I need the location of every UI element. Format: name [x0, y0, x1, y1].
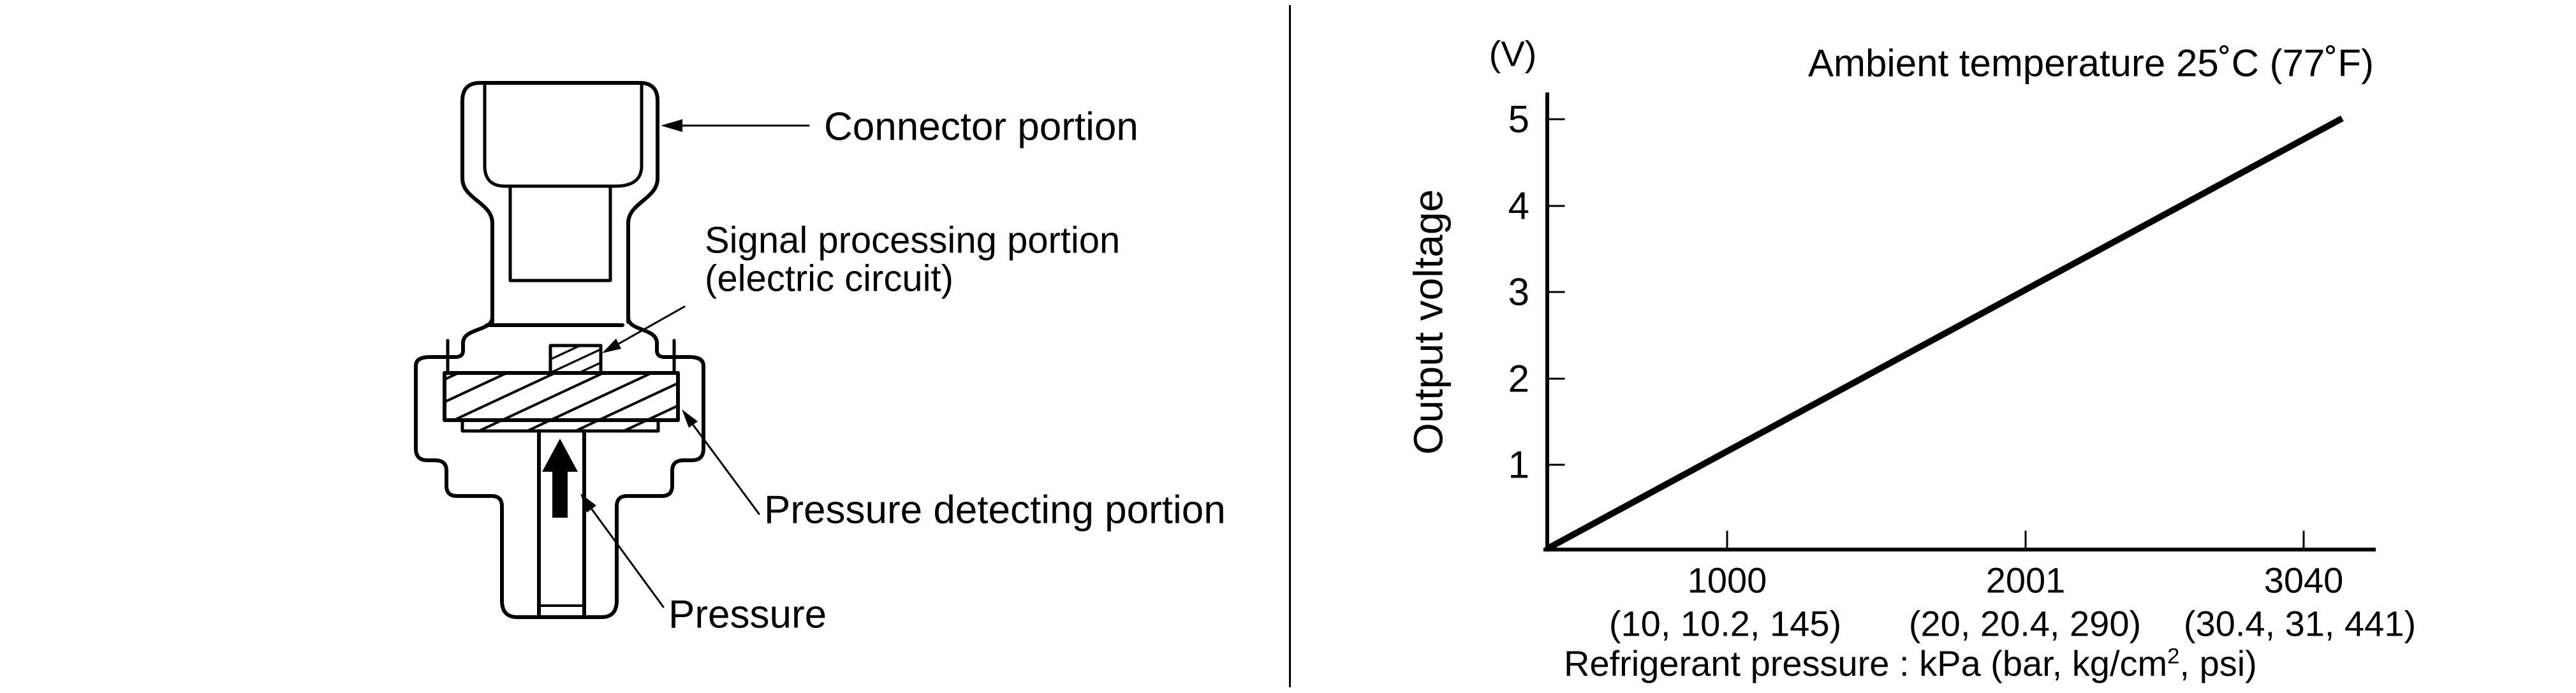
x-axis-title-pre: Refrigerant pressure : kPa (bar, kg/cm	[1564, 643, 2168, 683]
signal-processing-label-line1: Signal processing portion	[705, 219, 1121, 261]
x-tick-2001: 2001	[1985, 560, 2066, 601]
pressure-label: Pressure	[668, 592, 827, 637]
x-tick-1000: 1000	[1687, 560, 1767, 601]
graph-title: Ambient temperature 25˚C (77˚F)	[1808, 41, 2374, 85]
connector-portion-label: Connector portion	[824, 105, 1138, 149]
y-tick-1: 1	[1508, 443, 1529, 486]
pressure-leader-arrow	[580, 493, 665, 608]
y-tick-marks	[1546, 118, 1565, 466]
signal-leader-arrow	[602, 305, 686, 353]
pressure-flow-arrow	[542, 439, 578, 518]
voltage-pressure-line	[1545, 115, 2344, 552]
pressure-detecting-band	[443, 371, 680, 422]
signal-processing-label-line2: (electric circuit)	[705, 258, 953, 300]
signal-processing-block	[548, 344, 603, 375]
x-tick-marks	[1726, 530, 2305, 551]
x-axis-title-sup: 2	[2167, 644, 2180, 669]
pressure-detecting-label: Pressure detecting portion	[764, 488, 1226, 532]
x-tick-3040: 3040	[2263, 560, 2344, 601]
connector-outline	[460, 81, 659, 324]
connector-leader-arrow	[661, 119, 810, 132]
y-axis-unit: (V)	[1489, 33, 1537, 74]
voltage-graph	[1543, 92, 2376, 552]
x-subtick-2: (20, 20.4, 290)	[1908, 603, 2142, 644]
y-axis-title: Output voltage	[1405, 189, 1452, 455]
connector-neck-inner	[508, 184, 612, 282]
x-subtick-3: (30.4, 31, 441)	[2183, 603, 2417, 644]
pressure-sensor-diagram	[414, 81, 810, 619]
y-tick-4: 4	[1508, 184, 1529, 228]
pressure-detecting-band-lower	[460, 418, 660, 433]
x-axis-title: Refrigerant pressure : kPa (bar, kg/cm2,…	[1564, 645, 2257, 682]
detecting-leader-arrow	[682, 409, 760, 515]
panel-divider	[1289, 5, 1291, 687]
x-subtick-1: (10, 10.2, 145)	[1608, 603, 1842, 644]
y-tick-3: 3	[1508, 270, 1529, 314]
y-tick-2: 2	[1508, 357, 1529, 400]
connector-cavity-line	[483, 82, 644, 188]
sensor-body-outline	[414, 316, 705, 619]
x-axis-title-post: , psi)	[2179, 643, 2257, 683]
y-tick-5: 5	[1508, 98, 1529, 141]
